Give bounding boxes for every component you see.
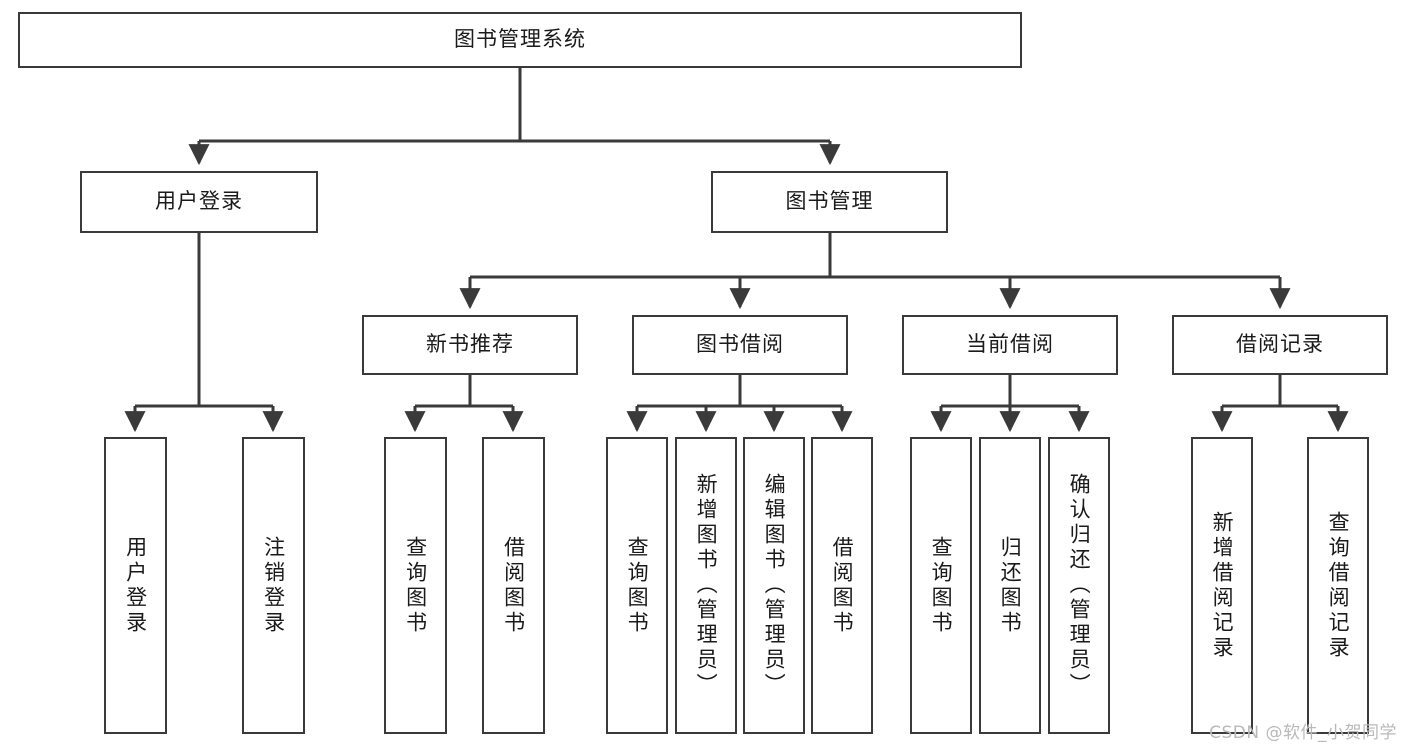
node-current-borrow[interactable]: 当前借阅 bbox=[902, 315, 1118, 375]
leaf-book-borrow-borrow-book[interactable]: 借阅图书 bbox=[811, 437, 873, 734]
node-label: 图书借阅 bbox=[696, 332, 784, 357]
node-label: 确认归还（管理员） bbox=[1067, 473, 1092, 698]
node-label: 归还图书 bbox=[998, 535, 1023, 636]
node-label: 借阅记录 bbox=[1236, 332, 1324, 357]
leaf-book-borrow-query-book[interactable]: 查询图书 bbox=[606, 437, 668, 734]
node-borrow-record[interactable]: 借阅记录 bbox=[1172, 315, 1388, 375]
node-label: 借阅图书 bbox=[830, 535, 855, 636]
node-label: 新书推荐 bbox=[426, 332, 514, 357]
leaf-new-book-borrow-book[interactable]: 借阅图书 bbox=[482, 437, 545, 734]
leaf-borrow-record-query-record[interactable]: 查询借阅记录 bbox=[1307, 437, 1369, 734]
node-label: 新增图书（管理员） bbox=[694, 473, 719, 698]
node-label: 用户登录 bbox=[155, 189, 243, 214]
node-user-login[interactable]: 用户登录 bbox=[80, 171, 318, 233]
leaf-current-borrow-confirm-return-admin[interactable]: 确认归还（管理员） bbox=[1048, 437, 1110, 734]
node-label: 当前借阅 bbox=[966, 332, 1054, 357]
node-label: 查询图书 bbox=[929, 535, 954, 636]
leaf-book-borrow-add-book-admin[interactable]: 新增图书（管理员） bbox=[675, 437, 737, 734]
leaf-user-login-login[interactable]: 用户登录 bbox=[104, 437, 167, 734]
leaf-current-borrow-return-book[interactable]: 归还图书 bbox=[979, 437, 1041, 734]
leaf-new-book-query-book[interactable]: 查询图书 bbox=[384, 437, 447, 734]
watermark: CSDN @软件_小贺同学 bbox=[1209, 723, 1397, 743]
node-label: 新增借阅记录 bbox=[1210, 510, 1235, 661]
node-label: 编辑图书（管理员） bbox=[762, 473, 787, 698]
node-label: 借阅图书 bbox=[501, 535, 526, 636]
node-root-book-management-system[interactable]: 图书管理系统 bbox=[18, 12, 1022, 68]
leaf-borrow-record-add-record[interactable]: 新增借阅记录 bbox=[1191, 437, 1253, 734]
node-label: 图书管理 bbox=[785, 189, 874, 214]
node-new-book-recommend[interactable]: 新书推荐 bbox=[362, 315, 578, 375]
node-label: 查询图书 bbox=[403, 535, 428, 636]
node-book-management[interactable]: 图书管理 bbox=[711, 171, 948, 233]
node-label: 用户登录 bbox=[123, 535, 148, 636]
node-label: 查询借阅记录 bbox=[1326, 510, 1351, 661]
node-label: 图书管理系统 bbox=[454, 27, 586, 52]
node-book-borrow[interactable]: 图书借阅 bbox=[632, 315, 848, 375]
leaf-user-login-logout[interactable]: 注销登录 bbox=[242, 437, 305, 734]
node-label: 注销登录 bbox=[261, 535, 286, 636]
leaf-book-borrow-edit-book-admin[interactable]: 编辑图书（管理员） bbox=[743, 437, 805, 734]
leaf-current-borrow-query-book[interactable]: 查询图书 bbox=[910, 437, 972, 734]
node-label: 查询图书 bbox=[625, 535, 650, 636]
